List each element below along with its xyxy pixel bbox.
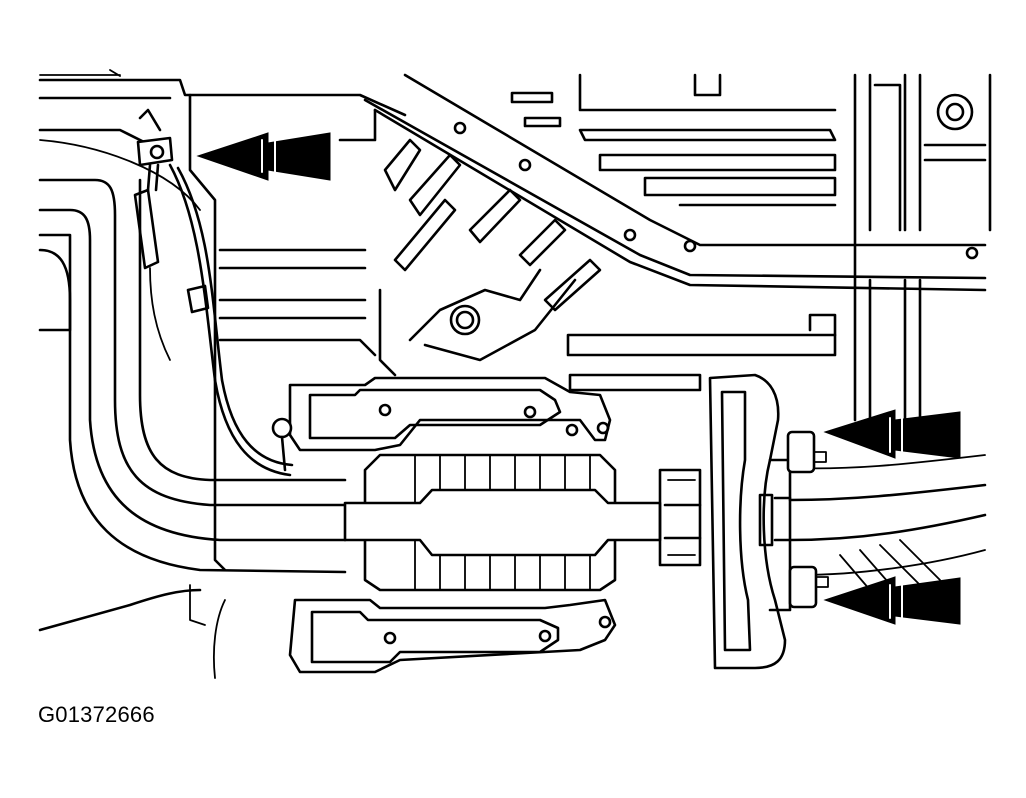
pointer-arrows (196, 132, 961, 625)
rubber-isolators (786, 430, 829, 609)
exhaust-pipe (38, 178, 987, 632)
rubber-isolator-icon (788, 565, 818, 609)
pointer-arrow-icon (823, 409, 961, 459)
exhaust-hanger-icon (39, 108, 294, 679)
pointer-arrow-icon (823, 576, 961, 625)
floor-pan (38, 69, 992, 572)
converter-body (343, 453, 702, 592)
rubber-isolator-icon (786, 430, 816, 474)
heat-shields (288, 376, 617, 674)
rear-bracket (708, 373, 792, 670)
figure-caption: G01372666 (38, 702, 155, 727)
pointer-arrow-icon (196, 132, 331, 181)
cross-member (363, 73, 987, 392)
